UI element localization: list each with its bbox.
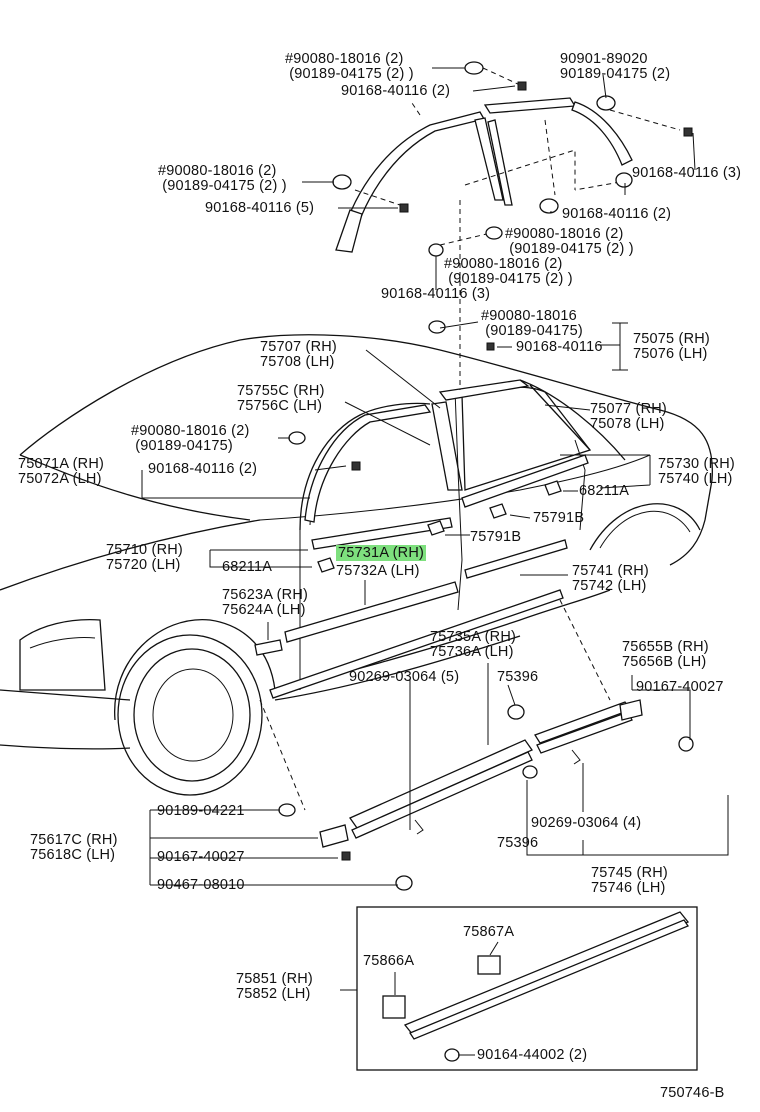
label-t04: #90080-18016 (2) (90189-04175 (2) ) [158, 163, 287, 194]
label-t12: 90168-40116 [516, 339, 603, 355]
label-t11: #90080-18016 (90189-04175) [481, 308, 583, 339]
roof-detail [335, 67, 681, 390]
label-t08: #90080-18016 (2) (90189-04175 (2) ) [505, 226, 634, 257]
inset-box [356, 906, 698, 1071]
label-t22: 75791B [533, 510, 585, 526]
label-t17: #90080-18016 (2) (90189-04175) [131, 423, 250, 454]
label-t44: 75851 (RH)75852 (LH) [236, 971, 313, 1002]
label-t02: 90168-40116 (2) [341, 83, 451, 99]
label-t45: 90164-44002 (2) [477, 1047, 588, 1063]
label-t36: 75617C (RH)75618C (LH) [30, 832, 118, 863]
label-t43: 75866A [363, 953, 415, 969]
label-t38: 90467-08010 [157, 877, 245, 893]
label-t05: 90168-40116 (5) [205, 200, 315, 216]
label-t37: 90167-40027 [157, 849, 245, 865]
label-t26: 75732A (LH) [336, 563, 420, 579]
label-t21: 68211A [579, 483, 630, 499]
label-t18: 75071A (RH)75072A (LH) [18, 456, 105, 487]
label-t40: 75396 [497, 835, 539, 851]
label-t32: 90269-03064 (5) [349, 669, 460, 685]
label-t14: 75707 (RH)75708 (LH) [260, 339, 337, 370]
label-t33: 75396 [497, 669, 539, 685]
diagram-id-label: 750746-B [660, 1085, 725, 1101]
label-t41: 75745 (RH)75746 (LH) [591, 865, 668, 896]
label-t15: 75755C (RH)75756C (LH) [237, 383, 325, 414]
label-t09: #90080-18016 (2) (90189-04175 (2) ) [444, 256, 573, 287]
leader-lines [141, 67, 729, 1056]
label-t31: 75655B (RH)75656B (LH) [622, 639, 709, 670]
label-t23: 75791B [470, 529, 522, 545]
label-t10: 90168-40116 (3) [381, 286, 491, 302]
label-t28: 75741 (RH)75742 (LH) [572, 563, 649, 594]
rocker-detail [259, 599, 643, 848]
label-t34: 90167-40027 [636, 679, 724, 695]
label-t13: 75075 (RH)75076 (LH) [633, 331, 710, 362]
label-t27: 68211A [222, 559, 273, 575]
label-t07: 90168-40116 (2) [562, 206, 672, 222]
label-t24: 75710 (RH)75720 (LH) [106, 542, 183, 573]
label-t35: 90189-04221 [157, 803, 245, 819]
label-t19: 90168-40116 (2) [148, 461, 258, 477]
label-t25: 75731A (RH) [336, 545, 427, 561]
fasteners [278, 61, 694, 1062]
label-t01: #90080-18016 (2) (90189-04175 (2) ) [285, 51, 414, 82]
label-t30: 75735A (RH)75736A (LH) [430, 629, 517, 660]
car-mouldings [254, 379, 589, 699]
label-t29: 75623A (RH)75624A (LH) [222, 587, 309, 618]
label-t39: 90269-03064 (4) [531, 815, 642, 831]
label-t42: 75867A [463, 924, 515, 940]
label-t06: 90168-40116 (3) [632, 165, 742, 181]
label-t16: 75077 (RH)75078 (LH) [590, 401, 667, 432]
label-t20: 75730 (RH)75740 (LH) [658, 456, 735, 487]
